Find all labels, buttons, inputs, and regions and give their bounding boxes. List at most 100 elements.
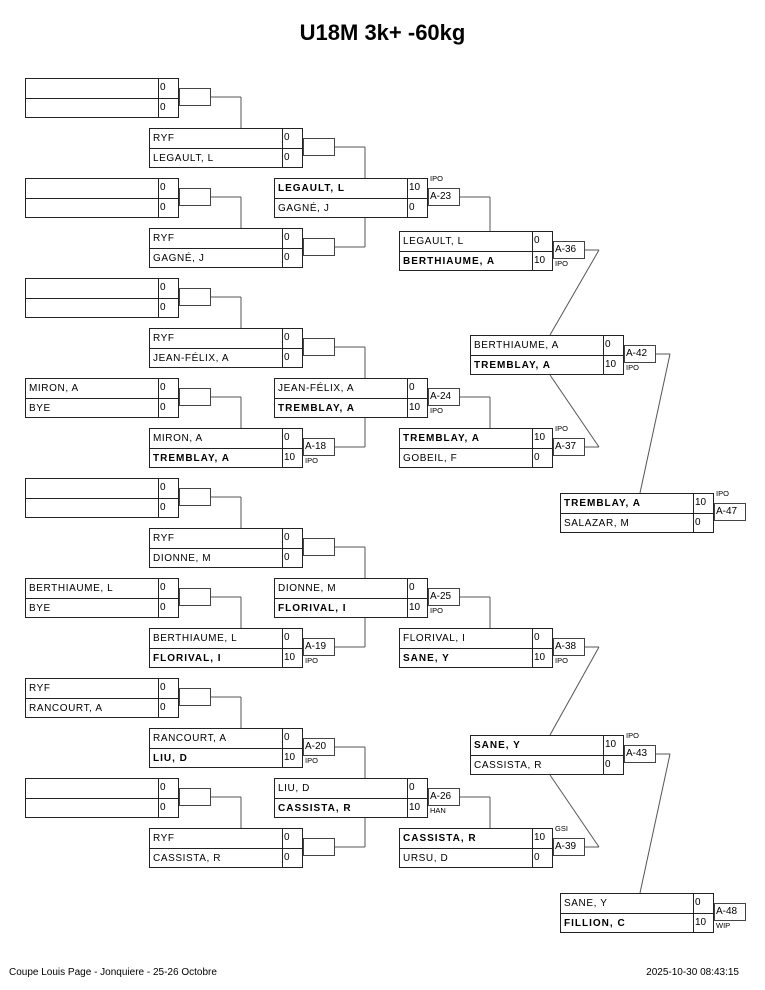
match-number-label[interactable]: A-25 bbox=[428, 588, 460, 606]
match-number-label[interactable] bbox=[179, 288, 211, 306]
match-number-label[interactable]: A-42 bbox=[624, 345, 656, 363]
match-number-label[interactable] bbox=[179, 588, 211, 606]
match-number-label[interactable]: A-19 bbox=[303, 638, 335, 656]
match-number-label[interactable] bbox=[179, 88, 211, 106]
match-number-label[interactable] bbox=[303, 138, 335, 156]
match-number-label[interactable]: A-23 bbox=[428, 188, 460, 206]
match-number-label[interactable] bbox=[303, 238, 335, 256]
match-number-label[interactable] bbox=[303, 538, 335, 556]
match-number-label[interactable] bbox=[179, 188, 211, 206]
match-number-label[interactable] bbox=[179, 688, 211, 706]
match-number-label[interactable] bbox=[303, 338, 335, 356]
match-number-label[interactable] bbox=[179, 788, 211, 806]
match-number-label[interactable] bbox=[179, 388, 211, 406]
match-number-label[interactable]: A-48 bbox=[714, 903, 746, 921]
competitor-row[interactable]: 0 bbox=[26, 179, 178, 199]
match-number-label[interactable]: A-47 bbox=[714, 503, 746, 521]
competitor-row[interactable]: 0 bbox=[26, 199, 178, 218]
competitor-row[interactable]: 0 bbox=[26, 279, 178, 299]
match-number-label[interactable]: A-26 bbox=[428, 788, 460, 806]
match-number-label[interactable]: A-24 bbox=[428, 388, 460, 406]
match-number-label[interactable]: A-18 bbox=[303, 438, 335, 456]
match-number-label[interactable]: A-43 bbox=[624, 745, 656, 763]
competitor-row[interactable]: 0 bbox=[26, 799, 178, 818]
match-number-label[interactable] bbox=[303, 838, 335, 856]
match-number-label[interactable]: A-20 bbox=[303, 738, 335, 756]
match-number-label[interactable] bbox=[179, 488, 211, 506]
competitor-row[interactable]: 0 bbox=[26, 479, 178, 499]
competitor-row[interactable]: 0 bbox=[26, 499, 178, 518]
match-number-label[interactable]: A-38 bbox=[553, 638, 585, 656]
competitor-row[interactable]: 0 bbox=[26, 99, 178, 118]
match-number-label[interactable]: A-39 bbox=[553, 838, 585, 856]
